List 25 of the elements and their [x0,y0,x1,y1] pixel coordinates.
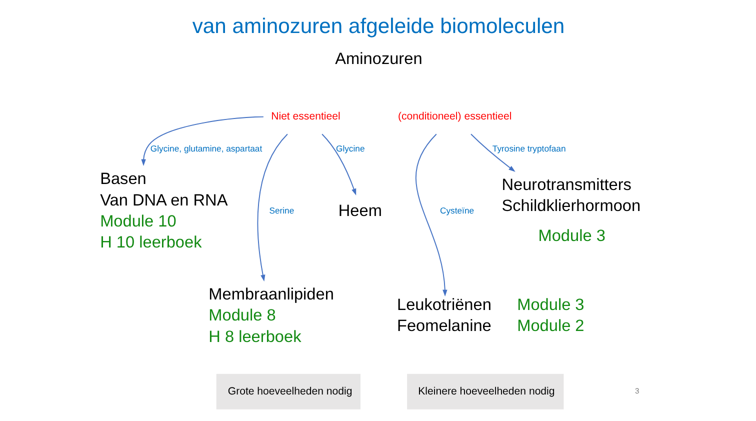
node-box: Kleinere hoeveelheden nodig [406,374,564,410]
node-text: Membraanlipiden Module 8 H 8 leerboek [208,285,334,346]
node-label: Module 2 [516,317,584,336]
node-box: Grote hoeveelheden nodig [216,374,360,410]
edge-label: Cysteïne [440,206,474,216]
diagram-title: van aminozuren afgeleide biomoleculen [192,14,564,38]
edge-label: Glycine, glutamine, aspartaat [150,144,262,154]
node-text: Neurotransmitters Schildklierhormoon [501,176,640,216]
edge-label: Serine [268,206,294,216]
edge-label: Glycine [336,144,364,154]
label: 3 [634,386,639,396]
label: Aminozuren [334,50,422,68]
edge-label: Tyrosine tryptofaan [492,144,566,154]
node-label: Module 3 [538,226,605,245]
node-text: Heem [338,202,382,220]
arrow [140,116,264,166]
arrow [321,134,356,196]
node-text: (conditioneel) essentieel [397,110,512,123]
node-label: Module 3 [516,296,584,314]
arrow [470,134,515,172]
arrow [415,134,447,296]
node-text: Basen Van DNA en RNA Module 10 H 10 leerboek [100,170,228,252]
arrow [256,134,288,282]
node-text: Niet essentieel [270,110,340,123]
node-text: Leukotriënen Feomelanine [396,296,491,336]
